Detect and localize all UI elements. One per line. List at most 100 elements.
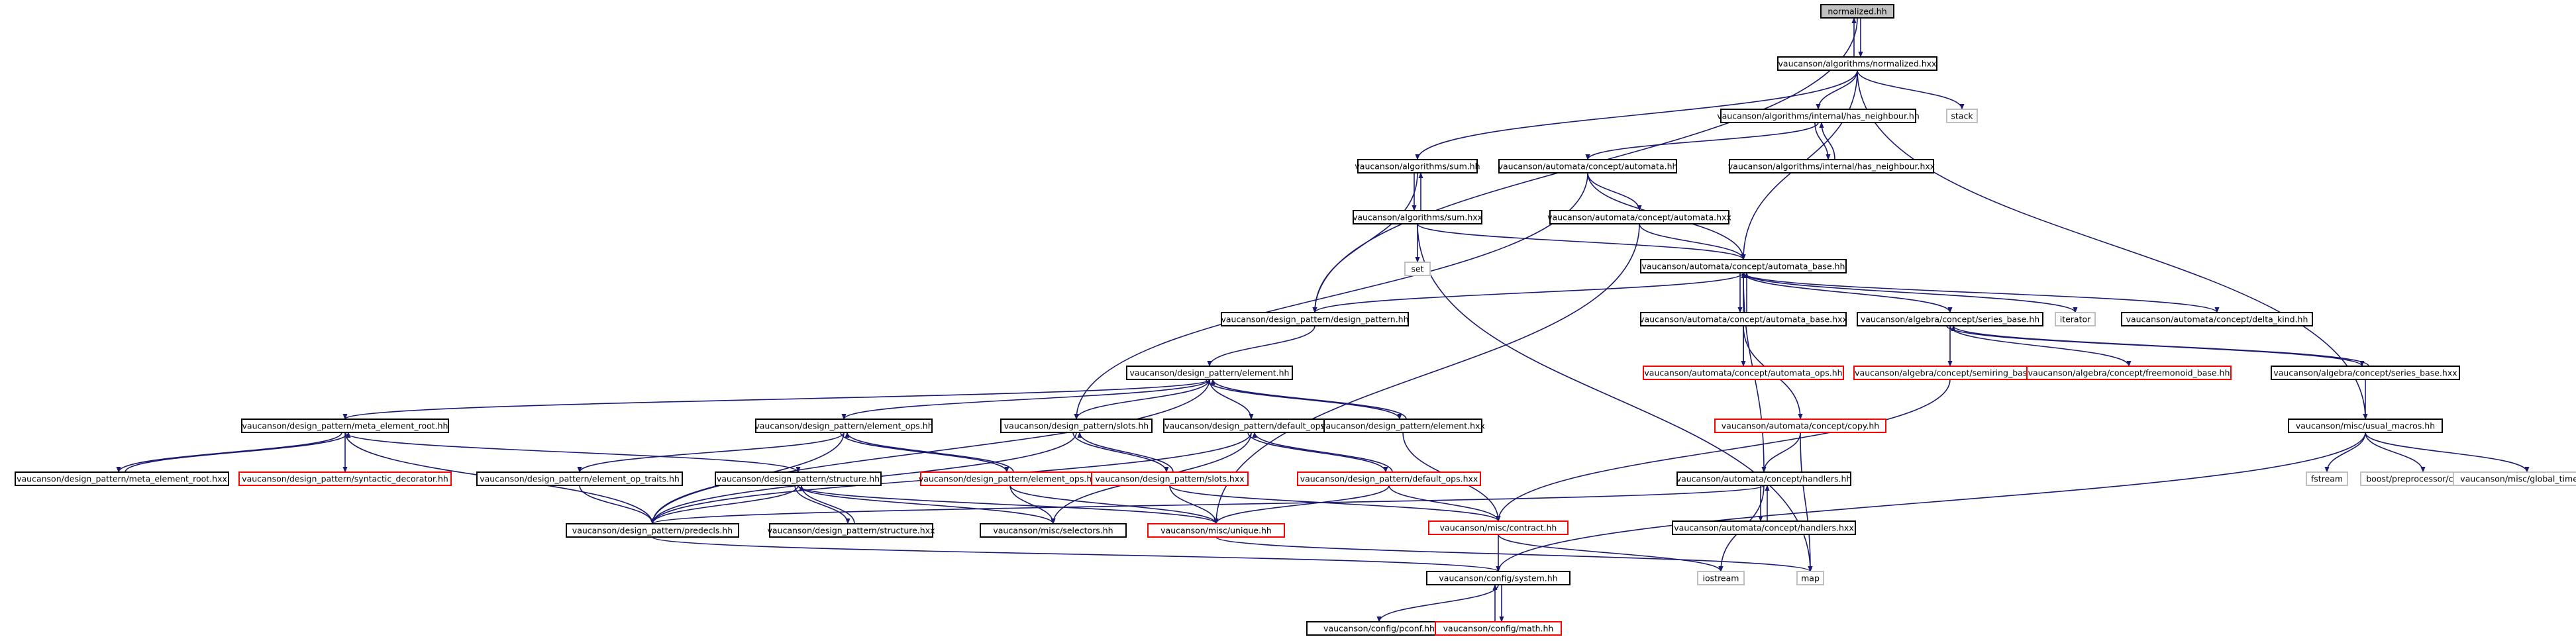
- node-automata-ops-hh[interactable]: vaucanson/automata/concept/automata_ops.…: [1643, 366, 1844, 380]
- node-copy-hh[interactable]: vaucanson/automata/concept/copy.hh: [1714, 419, 1886, 433]
- edge-automata_hh-to-automata_hxx: [1587, 172, 1642, 211]
- node-stack: stack: [1946, 109, 1978, 123]
- node-default-ops-hh[interactable]: vaucanson/design_pattern/default_ops.hh: [1163, 419, 1339, 433]
- node-label: vaucanson/config/math.hh: [1443, 624, 1554, 634]
- edge-element_hh-to-element_hxx: [1206, 379, 1402, 420]
- node-iostream: iostream: [1697, 571, 1745, 585]
- node-element-hh[interactable]: vaucanson/design_pattern/element.hh: [1126, 366, 1293, 380]
- edge-element_ops_hh-to-element_op_traits_hh: [577, 432, 845, 473]
- node-has-neighbour-hh[interactable]: vaucanson/algorithms/internal/has_neighb…: [1717, 109, 1920, 123]
- edge-element_hh-to-element_ops_hh: [841, 379, 1210, 420]
- edge-automata_hh-to-slots_hh: [1074, 172, 1588, 420]
- node-has-neighbour-hxx[interactable]: vaucanson/algorithms/internal/has_neighb…: [1728, 159, 1935, 173]
- node-structure-hh[interactable]: vaucanson/design_pattern/structure.hh: [715, 471, 882, 486]
- edge-sum_hh-to-design_pattern_hh: [1312, 172, 1418, 313]
- edge-default_ops_hxx-to-default_ops_hh: [1252, 432, 1393, 473]
- edge-element_ops_hxx-to-selectors_hh: [1009, 485, 1056, 524]
- node-design-pattern-hh[interactable]: vaucanson/design_pattern/design_pattern.…: [1221, 312, 1409, 326]
- node-math-hh[interactable]: vaucanson/config/math.hh: [1435, 621, 1562, 636]
- edge-slots_hh-to-slots_hxx: [1072, 432, 1169, 473]
- node-sum-hxx[interactable]: vaucanson/algorithms/sum.hxx: [1353, 210, 1482, 224]
- edge-element_ops_hh-to-element_ops_hxx: [840, 432, 1009, 473]
- edge-design_pattern_hh-to-element_hh: [1207, 325, 1315, 367]
- node-semiring-base-hh[interactable]: vaucanson/algebra/concept/semiring_base.…: [1853, 366, 2047, 380]
- node-handlers-hh[interactable]: vaucanson/automata/concept/handlers.hh: [1676, 471, 1852, 486]
- edge-meta_element_root_hh-to-meta_element_root_hxx: [116, 432, 342, 473]
- edge-normalized_hxx-to-stack: [1857, 70, 1965, 110]
- node-automata-hxx[interactable]: vaucanson/automata/concept/automata.hxx: [1547, 210, 1731, 224]
- node-syntactic-decorator-hh[interactable]: vaucanson/design_pattern/syntactic_decor…: [238, 471, 452, 486]
- edge-automata_hxx-to-unique_hh: [1213, 223, 1640, 524]
- node-element-ops-hxx[interactable]: vaucanson/design_pattern/element_ops.hxx: [919, 471, 1102, 486]
- node-label: boost/preprocessor/cat.hpp: [2366, 474, 2480, 484]
- node-predecls-hh[interactable]: vaucanson/design_pattern/predecls.hh: [566, 523, 739, 538]
- node-freemonoid-base-hh[interactable]: vaucanson/algebra/concept/freemonoid_bas…: [2026, 366, 2232, 380]
- node-set: set: [1404, 262, 1431, 276]
- node-label: vaucanson/algorithms/normalized.hxx: [1778, 59, 1937, 69]
- node-series-base-hh[interactable]: vaucanson/algebra/concept/series_base.hh: [1857, 312, 2043, 326]
- node-label: vaucanson/design_pattern/element.hh: [1130, 368, 1290, 378]
- edge-element_hh-to-default_ops_hh: [1209, 379, 1254, 420]
- file-nodes: normalized.hh vaucanson/algorithms/normal…: [15, 4, 2576, 636]
- edge-usual_macros_hh-to-system_hh: [1496, 432, 2366, 572]
- edge-automata_base_hh-to-design_pattern_hh: [1312, 272, 1744, 313]
- node-label: vaucanson/algebra/concept/series_base.hh: [1861, 315, 2039, 324]
- node-sum-hh[interactable]: vaucanson/algorithms/sum.hh: [1355, 159, 1480, 173]
- node-delta-kind-hh[interactable]: vaucanson/automata/concept/delta_kind.hh: [2121, 312, 2313, 326]
- edge-structure_hh-to-unique_hh: [798, 485, 1219, 524]
- edge-usual_macros_hh-to-global_timer_hh: [2365, 432, 2530, 473]
- node-contract-hh[interactable]: vaucanson/misc/contract.hh: [1428, 520, 1569, 535]
- node-slots-hxx[interactable]: vaucanson/design_pattern/slots.hxx: [1091, 471, 1249, 486]
- node-iterator: iterator: [2055, 312, 2096, 326]
- edge-semiring_base_hh-to-contract_hh: [1496, 379, 1951, 522]
- node-slots-hh[interactable]: vaucanson/design_pattern/slots.hh: [1000, 419, 1153, 433]
- edge-normalized_hxx-to-has_neighbour_hh: [1816, 70, 1858, 110]
- node-label: vaucanson/misc/usual_macros.hh: [2296, 421, 2435, 431]
- node-meta-element-root-hh[interactable]: vaucanson/design_pattern/meta_element_ro…: [241, 419, 449, 433]
- node-automata-base-hh[interactable]: vaucanson/automata/concept/automata_base…: [1640, 259, 1847, 273]
- node-label: vaucanson/design_pattern/syntactic_decor…: [242, 474, 448, 484]
- node-label: vaucanson/design_pattern/slots.hh: [1004, 421, 1149, 431]
- edge-automata_base_hh-to-series_base_hh: [1743, 272, 1953, 313]
- node-pconf-hh[interactable]: vaucanson/config/pconf.hh: [1306, 621, 1452, 636]
- node-default-ops-hxx[interactable]: vaucanson/design_pattern/default_ops.hxx: [1297, 471, 1481, 486]
- node-system-hh[interactable]: vaucanson/config/system.hh: [1426, 571, 1571, 585]
- node-label: vaucanson/automata/concept/automata.hh: [1498, 162, 1678, 172]
- node-label: vaucanson/misc/selectors.hh: [993, 526, 1113, 536]
- node-label: vaucanson/design_pattern/element_op_trai…: [480, 474, 680, 484]
- node-label: vaucanson/automata/concept/handlers.hh: [1676, 474, 1852, 484]
- node-meta-element-root-hxx[interactable]: vaucanson/design_pattern/meta_element_ro…: [15, 471, 229, 486]
- edge-has_neighbour_hh-to-automata_hh: [1585, 122, 1819, 160]
- node-series-base-hxx[interactable]: vaucanson/algebra/concept/series_base.hx…: [2271, 366, 2460, 380]
- edge-element_hxx-to-element_hh: [1210, 379, 1407, 420]
- node-element-op-traits-hh[interactable]: vaucanson/design_pattern/element_op_trai…: [476, 471, 683, 486]
- node-normalized-hxx[interactable]: vaucanson/algorithms/normalized.hxx: [1777, 56, 1937, 71]
- edge-copy_hh-to-handlers_hh: [1761, 432, 1801, 473]
- node-usual-macros-hh[interactable]: vaucanson/misc/usual_macros.hh: [2288, 419, 2443, 433]
- node-label: vaucanson/design_pattern/element_ops.hh: [754, 421, 933, 431]
- edge-automata_hxx-to-automata_base_hh: [1639, 223, 1746, 260]
- node-structure-hxx[interactable]: vaucanson/design_pattern/structure.hxx: [767, 523, 935, 538]
- edge-element_hh-to-meta_element_root_hh: [342, 379, 1210, 420]
- dependency-edges: [116, 17, 2530, 622]
- edge-element_hh-to-predecls_hh: [650, 379, 1210, 524]
- node-label: vaucanson/automata/concept/automata_base…: [1639, 315, 1847, 324]
- node-label: map: [1801, 573, 1820, 583]
- node-automata-base-hxx[interactable]: vaucanson/automata/concept/automata_base…: [1639, 312, 1847, 326]
- edge-structure_hh-to-structure_hxx: [794, 485, 850, 524]
- node-element-hxx[interactable]: vaucanson/design_pattern/element.hxx: [1321, 419, 1485, 433]
- edge-element_hh-to-slots_hh: [1074, 379, 1210, 420]
- node-handlers-hxx[interactable]: vaucanson/automata/concept/handlers.hxx: [1672, 520, 1856, 535]
- node-selectors-hh[interactable]: vaucanson/misc/selectors.hh: [980, 523, 1127, 538]
- edge-unique_hh-to-map: [1215, 536, 1813, 572]
- node-label: vaucanson/design_pattern/element_ops.hxx: [919, 474, 1102, 484]
- node-label: vaucanson/algebra/concept/series_base.hx…: [2273, 368, 2457, 378]
- node-root[interactable]: normalized.hh: [1820, 4, 1894, 19]
- node-label: vaucanson/config/system.hh: [1439, 573, 1557, 583]
- node-element-ops-hh[interactable]: vaucanson/design_pattern/element_ops.hh: [754, 419, 933, 433]
- node-automata-hh[interactable]: vaucanson/automata/concept/automata.hh: [1498, 159, 1678, 173]
- edge-series_base_hxx-to-series_base_hh: [1951, 325, 2369, 367]
- node-label: vaucanson/algorithms/sum.hxx: [1353, 213, 1482, 222]
- node-unique-hh[interactable]: vaucanson/misc/unique.hh: [1147, 523, 1285, 538]
